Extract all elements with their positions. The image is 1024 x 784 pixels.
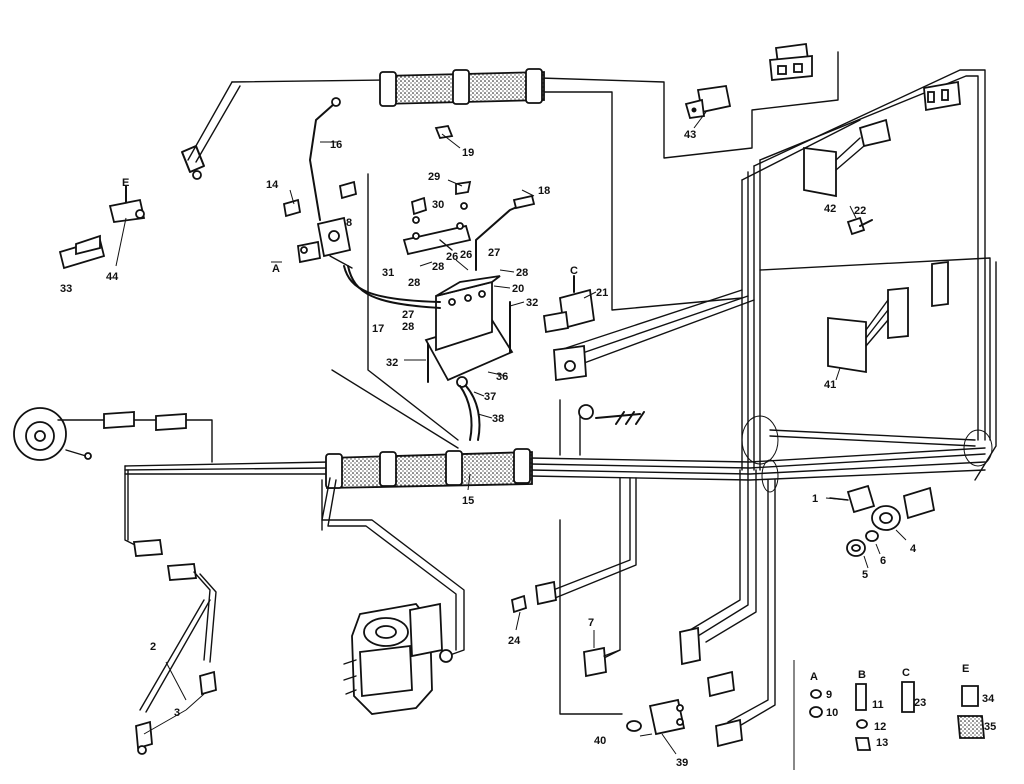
label-16: 16 xyxy=(330,139,342,151)
label-37: 37 xyxy=(484,391,496,403)
key-C: C xyxy=(902,667,910,679)
part-labels: 1 2 3 4 5 6 7 8 9 10 11 12 13 14 15 16 1… xyxy=(60,129,996,769)
label-18: 18 xyxy=(538,185,550,197)
cap-19 xyxy=(434,124,454,140)
bolts-29-30 xyxy=(410,180,472,224)
cable-18 xyxy=(475,194,536,271)
ref-E: E xyxy=(122,177,129,189)
label-26b: 26 xyxy=(460,249,472,261)
label-27a: 27 xyxy=(488,247,500,259)
label-42: 42 xyxy=(824,203,836,215)
callout-leaders xyxy=(115,111,907,755)
battery-20 xyxy=(424,275,514,388)
label-19: 19 xyxy=(462,147,474,159)
label-43: 43 xyxy=(684,129,696,141)
label-22: 22 xyxy=(854,205,866,217)
label-32a: 32 xyxy=(526,297,538,309)
label-3: 3 xyxy=(174,707,180,719)
fitting-top xyxy=(338,180,358,200)
hardware-key xyxy=(793,660,985,770)
label-28d: 28 xyxy=(432,261,444,273)
nut-5 xyxy=(846,539,866,557)
label-6: 6 xyxy=(880,555,886,567)
label-34: 34 xyxy=(982,693,995,705)
label-44: 44 xyxy=(106,271,119,283)
label-20: 20 xyxy=(512,283,524,295)
cable-16 xyxy=(309,97,341,221)
module-42 xyxy=(803,118,892,198)
label-29: 29 xyxy=(428,171,440,183)
connectors-right-lower xyxy=(679,626,743,748)
label-13: 13 xyxy=(876,737,888,749)
label-33: 33 xyxy=(60,283,72,295)
key-E: E xyxy=(962,663,969,675)
label-31: 31 xyxy=(382,267,394,279)
label-12: 12 xyxy=(874,721,886,733)
solenoid-21 xyxy=(543,275,595,382)
label-30: 30 xyxy=(432,199,444,211)
label-38: 38 xyxy=(492,413,504,425)
label-21: 21 xyxy=(596,287,608,299)
connector-left-2 xyxy=(132,539,217,713)
label-15: 15 xyxy=(462,495,474,507)
label-14: 14 xyxy=(266,179,279,191)
label-24: 24 xyxy=(508,635,521,647)
label-11: 11 xyxy=(872,699,884,711)
washer-40 xyxy=(626,720,642,732)
label-28b: 28 xyxy=(516,267,528,279)
washer-6 xyxy=(865,530,879,542)
ref-A: A xyxy=(272,263,280,275)
label-9: 9 xyxy=(826,689,832,701)
label-36: 36 xyxy=(496,371,508,383)
label-27b: 27 xyxy=(402,309,414,321)
connector-right-upper xyxy=(923,80,961,112)
hold-down-31 xyxy=(402,222,472,256)
hose-38 xyxy=(459,385,481,441)
label-28c: 28 xyxy=(402,321,414,333)
label-41: 41 xyxy=(824,379,836,391)
label-2: 2 xyxy=(150,641,156,653)
screw-14 xyxy=(282,198,302,218)
label-35: 35 xyxy=(984,721,996,733)
label-39: 39 xyxy=(676,757,688,769)
bracket-44 xyxy=(108,185,146,223)
ignition-switch-4 xyxy=(871,486,936,531)
solenoid-8 xyxy=(297,216,353,269)
label-4: 4 xyxy=(910,543,917,555)
label-26a: 26 xyxy=(446,251,458,263)
label-17: 17 xyxy=(372,323,384,335)
label-40: 40 xyxy=(594,735,606,747)
label-5: 5 xyxy=(862,569,868,581)
key-B: B xyxy=(858,669,866,681)
label-8: 8 xyxy=(346,217,352,229)
label-7: 7 xyxy=(588,617,594,629)
label-10: 10 xyxy=(826,707,838,719)
ref-C: C xyxy=(570,265,578,277)
engine xyxy=(343,602,453,715)
bolt-22 xyxy=(846,216,873,236)
label-1: 1 xyxy=(812,493,818,505)
connector-top-right xyxy=(769,42,813,81)
bracket-33 xyxy=(58,234,106,270)
ground-point xyxy=(578,404,645,425)
fuse-3 xyxy=(135,670,217,755)
pto-clutch xyxy=(13,407,187,461)
upper-harness-loop xyxy=(181,51,839,311)
module-41 xyxy=(827,260,949,374)
label-23: 23 xyxy=(914,697,926,709)
label-32b: 32 xyxy=(386,357,398,369)
key-A: A xyxy=(810,671,818,683)
connector-24 xyxy=(510,580,557,614)
label-28a: 28 xyxy=(408,277,420,289)
right-harness-bundles xyxy=(559,69,997,729)
switch-7 xyxy=(583,646,621,678)
switch-39 xyxy=(648,698,686,736)
main-harness-trunk xyxy=(124,447,986,489)
cable-17 xyxy=(343,265,441,309)
relay-43 xyxy=(684,84,732,120)
